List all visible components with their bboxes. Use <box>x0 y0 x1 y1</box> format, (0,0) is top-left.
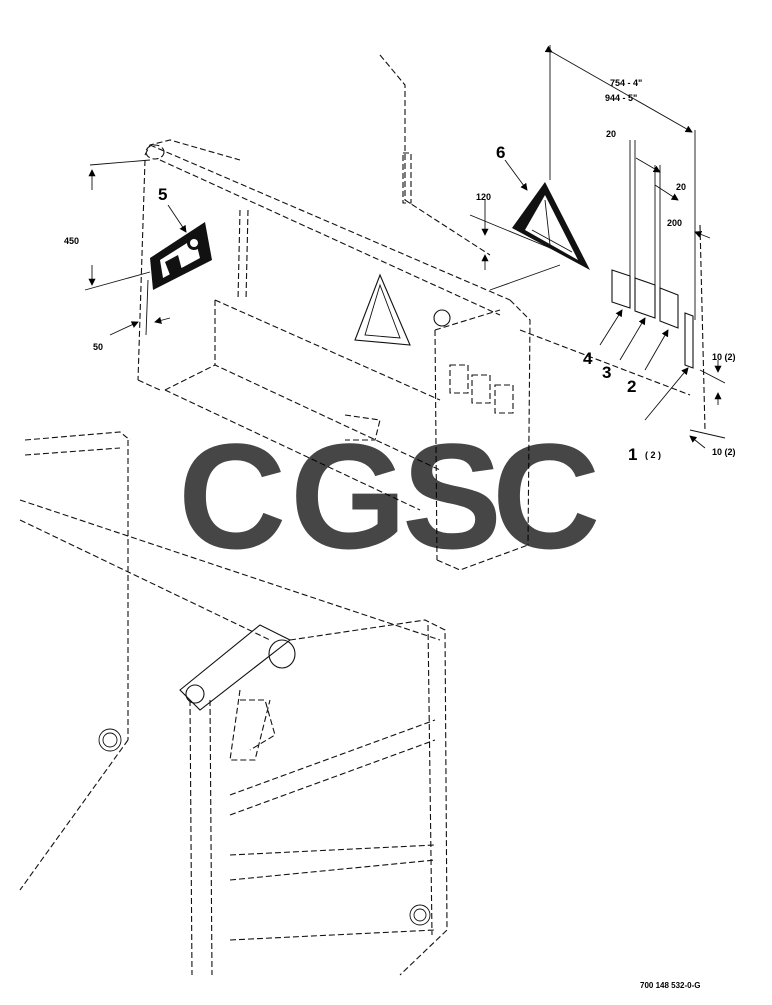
dim-944: 944 - 5" <box>605 93 637 103</box>
decal-part-5 <box>150 222 212 290</box>
dimension-labels: 754 - 4" 944 - 5" 20 20 200 120 450 50 1… <box>64 78 736 457</box>
callout-5: 5 <box>158 185 167 204</box>
callout-1-quantity: ( 2 ) <box>645 450 661 460</box>
reflector-part-6 <box>512 182 590 270</box>
dim-120: 120 <box>476 192 491 202</box>
callout-labels: 6 5 4 3 2 1 ( 2 ) <box>158 143 661 464</box>
callout-6: 6 <box>496 143 505 162</box>
dimension-lines <box>84 45 726 449</box>
callout-2: 2 <box>627 377 636 396</box>
dim-20-top: 20 <box>606 129 616 139</box>
dim-10-top: 10 (2) <box>712 352 736 362</box>
drawing-number: 700 148 532-0-G <box>640 981 701 990</box>
dim-50: 50 <box>93 342 103 352</box>
watermark-letter-2: G <box>290 412 407 580</box>
callout-4: 4 <box>583 349 593 368</box>
dim-20-right: 20 <box>676 182 686 192</box>
reflective-strips <box>611 269 694 369</box>
dim-450: 450 <box>64 236 79 246</box>
dim-754: 754 - 4" <box>610 78 642 88</box>
upper-assembly <box>137 54 706 571</box>
lower-assembly <box>19 431 448 976</box>
watermark-letter-1: C <box>178 412 286 580</box>
dim-10-bottom: 10 (2) <box>712 447 736 457</box>
watermark: C G S C <box>178 412 600 580</box>
dim-200: 200 <box>667 218 682 228</box>
callout-3: 3 <box>602 363 611 382</box>
watermark-letter-4: C <box>492 412 600 580</box>
callout-1: 1 <box>628 445 637 464</box>
watermark-letter-3: S <box>402 412 502 580</box>
